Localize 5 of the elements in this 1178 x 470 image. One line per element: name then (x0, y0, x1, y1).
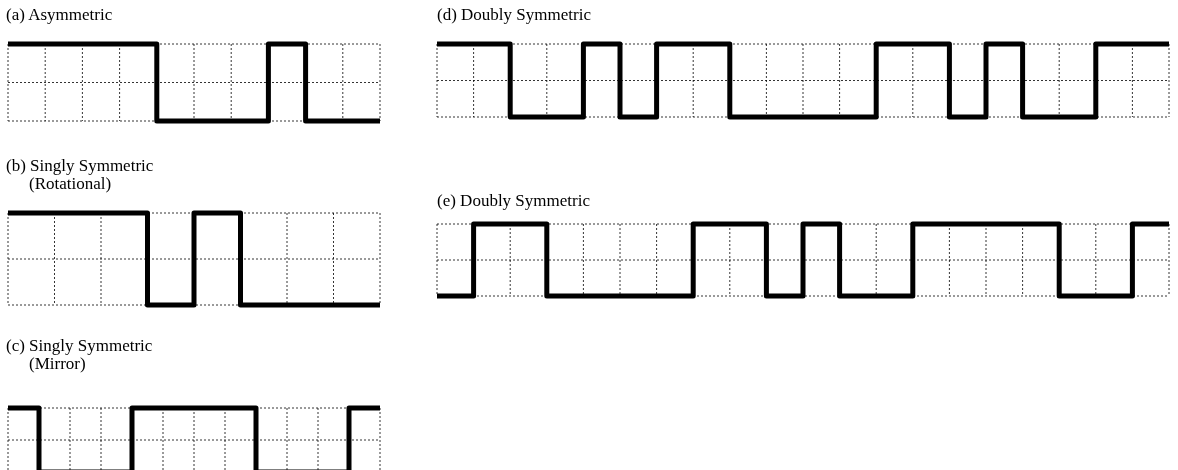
panel-caption: (b) Singly Symmetric (Rotational) (6, 157, 155, 193)
panel-caption: (c) Singly Symmetric (Mirror) (6, 337, 154, 373)
panel-caption: (d) Doubly Symmetric (437, 6, 591, 24)
panel-caption: (a) Asymmetric (6, 6, 113, 24)
panel-caption: (e) Doubly Symmetric (437, 192, 590, 210)
